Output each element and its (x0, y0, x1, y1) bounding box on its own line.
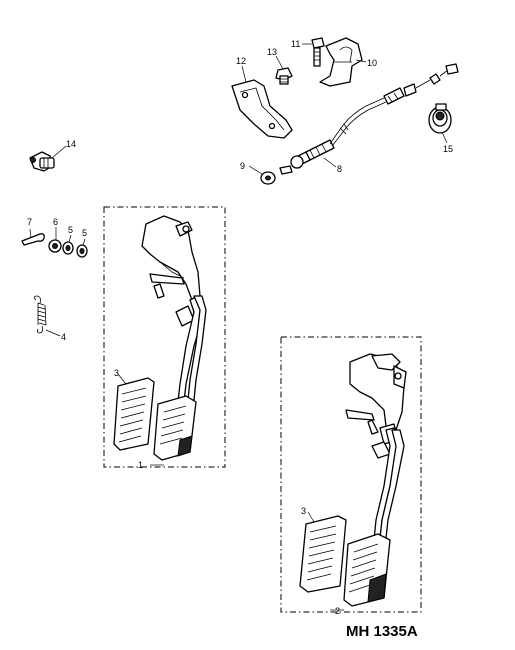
callout-3-assembly-2: 3 (301, 506, 306, 516)
callout-11: 11 (291, 39, 300, 49)
callout-9: 9 (240, 161, 245, 171)
callout-5-a: 5 (68, 225, 73, 235)
callout-8: 8 (337, 164, 342, 174)
callout-6: 6 (53, 217, 58, 227)
assembly-1-pedal-box (113, 215, 207, 461)
part-6-washer (48, 239, 62, 253)
part-13-bolt (275, 67, 293, 85)
part-10-abutment-bracket (319, 37, 363, 87)
callout-5-b: 5 (82, 228, 87, 238)
part-14-switch (29, 151, 55, 172)
callout-3-assembly-1: 3 (114, 368, 119, 378)
part-7-split-pin (21, 233, 45, 246)
part-9-washer (260, 165, 293, 185)
part-8-throttle-cable (290, 63, 459, 169)
assembly-2-box (280, 336, 422, 613)
callout-15: 15 (443, 144, 453, 154)
assembly-1-box (103, 206, 226, 468)
callout-12: 12 (236, 56, 246, 66)
part-15-grommet (428, 103, 452, 134)
callout-10: 10 (367, 58, 377, 68)
callout-2: 2 (335, 606, 340, 616)
callout-1: 1 (138, 460, 143, 470)
part-5-washer-b (76, 244, 88, 258)
diagram-reference: MH 1335A (346, 623, 418, 640)
part-11-stud (311, 37, 325, 67)
part-4-return-spring (33, 295, 47, 334)
callout-13: 13 (267, 47, 277, 57)
callout-4: 4 (61, 332, 66, 342)
part-5-washer-a (62, 241, 74, 255)
part-12-bracket (231, 79, 293, 139)
callout-14: 14 (66, 139, 76, 149)
assembly-2-pedal-box (299, 353, 407, 607)
callout-7: 7 (27, 217, 32, 227)
